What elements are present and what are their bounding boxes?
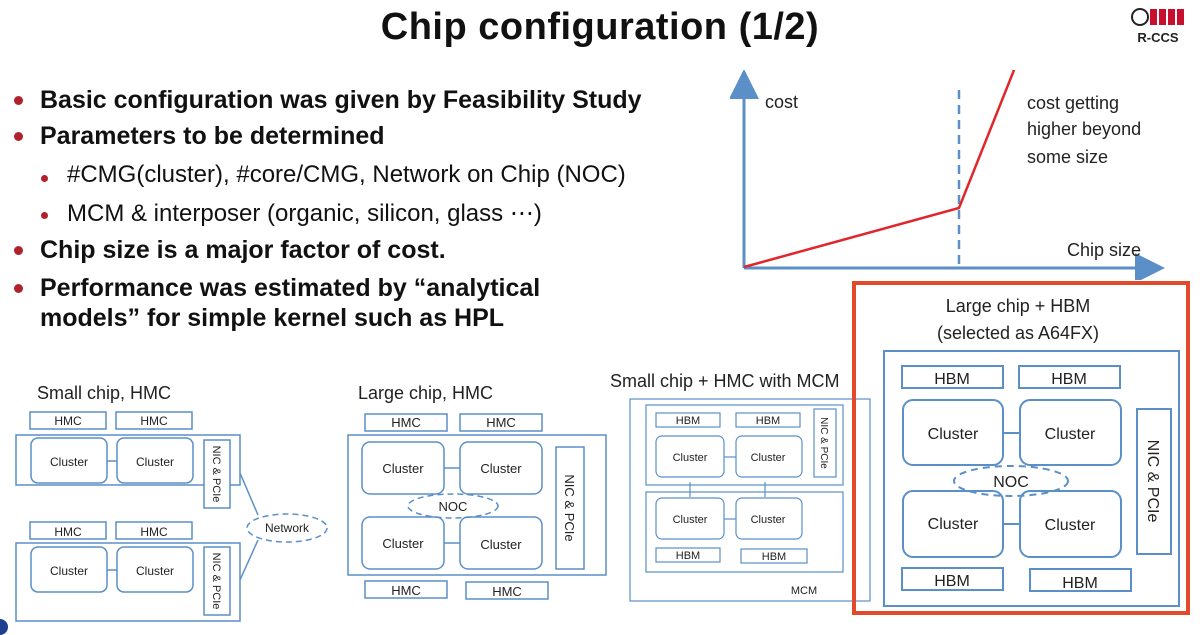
mem-label: HBM: [1062, 575, 1098, 592]
sub-bullet-1: #CMG(cluster), #core/CMG, Network on Chi…: [67, 161, 626, 188]
annotation-line-3: some size: [1027, 147, 1108, 167]
mem-label: HBM: [934, 371, 970, 388]
cost-curve: [743, 70, 1016, 269]
cluster-label: Cluster: [382, 536, 424, 551]
mcm-label: MCM: [791, 585, 817, 597]
cluster-label: Cluster: [50, 564, 88, 578]
mem-label: HBM: [762, 551, 786, 563]
cluster-label: Cluster: [480, 461, 522, 476]
cluster-label: Cluster: [50, 455, 88, 469]
bullet-4-cont: models” for simple kernel such as HPL: [40, 304, 505, 332]
bullet-dot: [14, 132, 23, 141]
y-axis-label: cost: [765, 92, 798, 112]
diagram-large-chip-hmc: Large chip, HMC HMC HMC Cluster Cluster …: [347, 383, 607, 600]
sub-bullet-2: MCM & interposer (organic, silicon, glas…: [67, 200, 542, 227]
diagram-title: Small chip, HMC: [37, 383, 171, 403]
mem-label: HBM: [676, 415, 700, 427]
noc-label: NOC: [439, 499, 468, 514]
cluster-label: Cluster: [928, 516, 979, 533]
diagram-title: Large chip, HMC: [358, 383, 493, 403]
diagram-title: Small chip + HMC with MCM: [610, 371, 840, 391]
logo-text: R-CCS: [1137, 30, 1178, 45]
cluster-label: Cluster: [928, 426, 979, 443]
mem-label: HMC: [54, 414, 82, 428]
annotation-line-1: cost getting: [1027, 93, 1119, 113]
selection-highlight: [852, 281, 1190, 615]
nic-label: NIC & PCIe: [1144, 440, 1161, 523]
network-label: Network: [265, 521, 310, 535]
bullet-dot: [14, 96, 23, 105]
x-axis-label: Chip size: [1067, 240, 1141, 260]
bullet-3: Chip size is a major factor of cost.: [40, 236, 446, 264]
mem-label: HMC: [140, 414, 168, 428]
cluster-label: Cluster: [480, 537, 522, 552]
bullet-dot: [14, 284, 23, 293]
mem-label: HMC: [391, 583, 421, 598]
diagram-small-chip-hmc: Small chip, HMC HMC HMC Cluster Cluster …: [15, 383, 328, 622]
cluster-label: Cluster: [673, 452, 708, 464]
cluster-label: Cluster: [382, 461, 424, 476]
bullet-2: Parameters to be determined: [40, 122, 385, 150]
mem-label: HBM: [1051, 371, 1087, 388]
nic-label: NIC & PCIe: [210, 446, 222, 503]
sub-bullet-dot: [41, 175, 48, 182]
bullet-dot: [14, 246, 23, 255]
page-title: Chip configuration (1/2): [380, 6, 820, 48]
bullet-4: Performance was estimated by “analytical: [40, 274, 541, 302]
mem-label: HBM: [676, 550, 700, 562]
cluster-label: Cluster: [673, 514, 708, 526]
mem-label: HMC: [486, 415, 516, 430]
diagram-title-line-2: (selected as A64FX): [937, 323, 1099, 343]
rccs-logo: R-CCS: [1131, 8, 1184, 45]
cluster-label: Cluster: [751, 452, 786, 464]
diagram-title-line-1: Large chip + HBM: [946, 296, 1091, 316]
cluster-label: Cluster: [136, 455, 174, 469]
cost-chart: cost Chip size cost getting higher beyon…: [730, 70, 1165, 280]
mem-label: HMC: [54, 525, 82, 539]
sub-bullet-dot: [41, 212, 48, 219]
noc-label: NOC: [993, 474, 1029, 491]
nic-label: NIC & PCIe: [210, 553, 222, 610]
annotation-line-2: higher beyond: [1027, 119, 1141, 139]
cluster-label: Cluster: [136, 564, 174, 578]
mem-label: HMC: [140, 525, 168, 539]
nic-label: NIC & PCIe: [818, 417, 829, 469]
mem-label: HBM: [756, 415, 780, 427]
nic-label: NIC & PCIe: [562, 474, 577, 541]
diagram-small-chip-mcm: Small chip + HMC with MCM HBM HBM Cluste…: [610, 371, 871, 602]
diagram-large-chip-hbm-selected: Large chip + HBM (selected as A64FX) HBM…: [852, 281, 1190, 615]
mem-label: HBM: [934, 573, 970, 590]
bullet-1: Basic configuration was given by Feasibi…: [40, 86, 642, 114]
mem-label: HMC: [492, 584, 522, 599]
cluster-label: Cluster: [751, 514, 786, 526]
cluster-label: Cluster: [1045, 426, 1096, 443]
mem-label: HMC: [391, 415, 421, 430]
cluster-label: Cluster: [1045, 517, 1096, 534]
